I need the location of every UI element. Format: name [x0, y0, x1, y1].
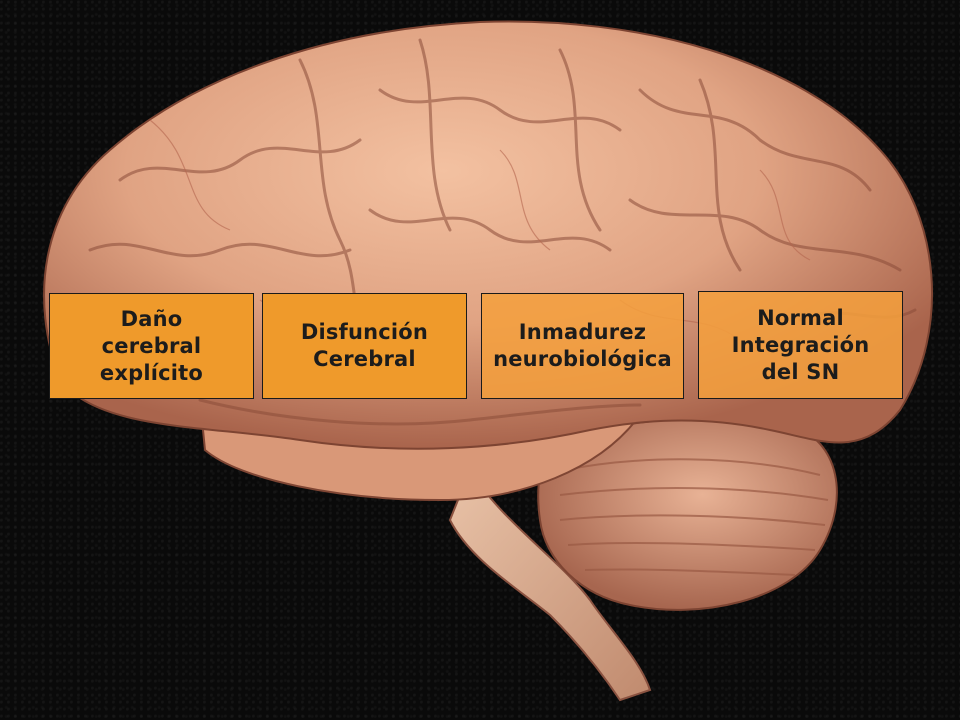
box-danio-cerebral: Daño cerebral explícito [49, 293, 254, 399]
brain-stem [448, 467, 652, 702]
box-normal-integracion: Normal Integración del SN [698, 291, 903, 399]
box-inmadurez-neurobiologica: Inmadurez neurobiológica [481, 293, 684, 399]
box-disfuncion-cerebral: Disfunción Cerebral [262, 293, 467, 399]
